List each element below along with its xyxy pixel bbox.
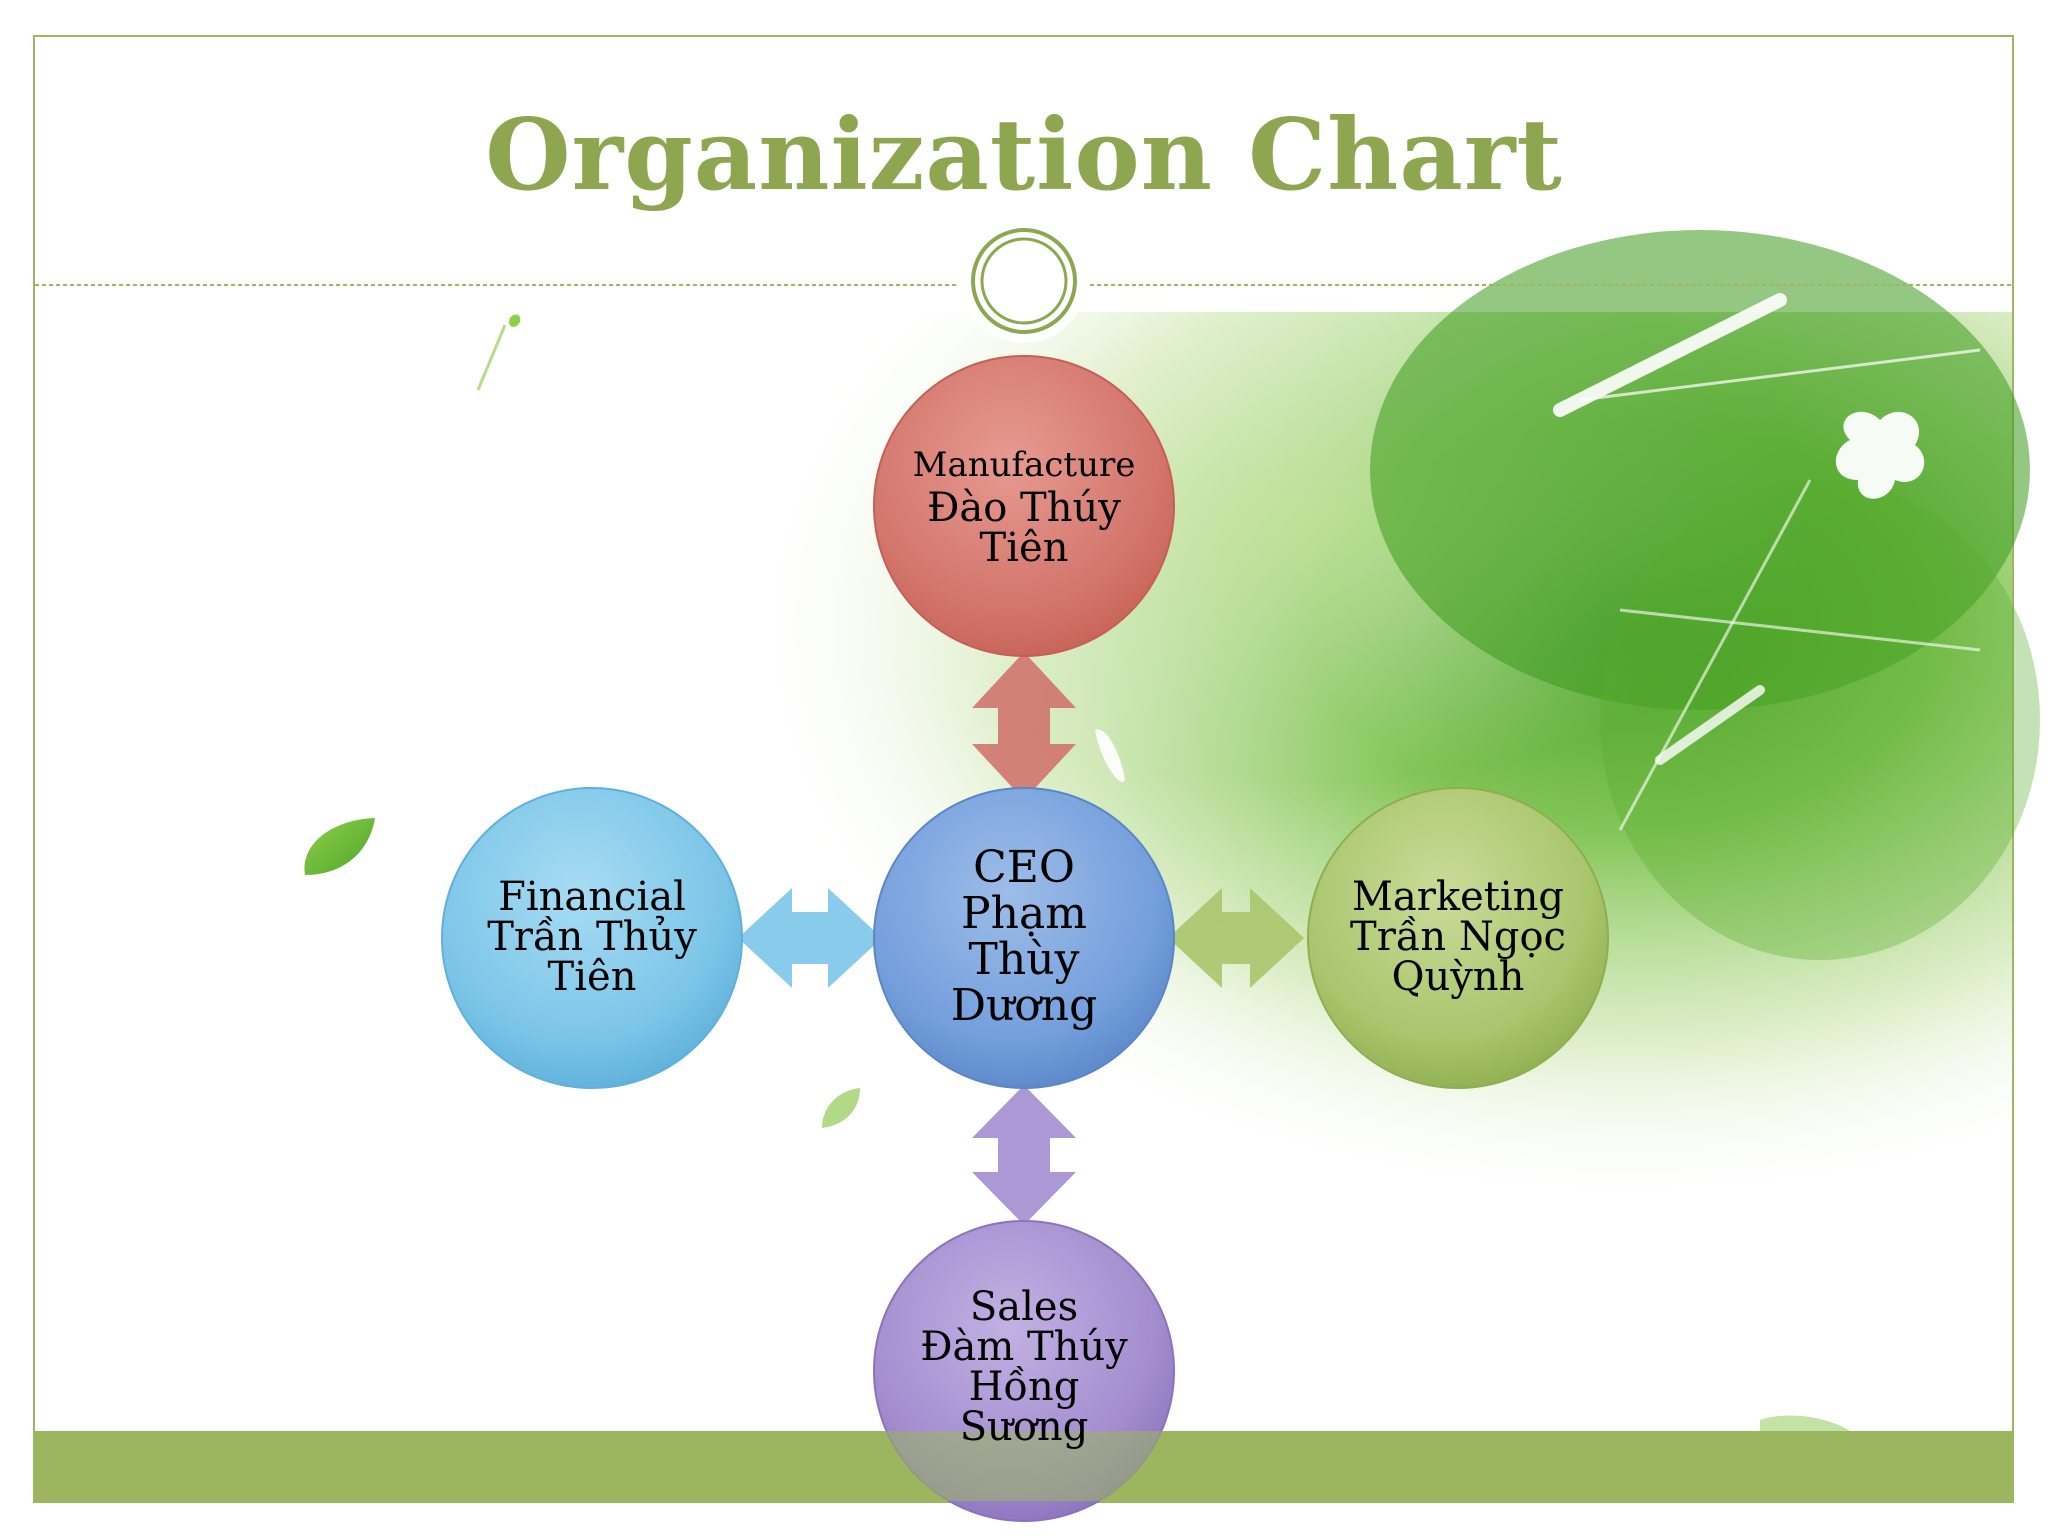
node-ceo: CEO Phạm Thùy Dương — [884, 846, 1164, 1028]
node-ceo-name-3: Dương — [950, 980, 1098, 1031]
financial-circle — [441, 787, 743, 1089]
node-manufacture-name-1: Đào Thúy — [927, 485, 1121, 531]
manufacture-circle — [873, 355, 1175, 657]
arrow-ceo-marketing — [1168, 888, 1304, 988]
emblem-outer-ring-icon — [971, 228, 1077, 334]
node-sales-name-2: Hồng — [968, 1364, 1080, 1410]
node-ceo-name-2: Thùy — [968, 934, 1080, 985]
arrow-ceo-manufacture — [972, 652, 1076, 800]
node-ceo-role: CEO — [973, 842, 1075, 893]
emblem-backdrop — [962, 219, 1086, 343]
node-sales-name-3: Sương — [959, 1404, 1089, 1450]
node-manufacture: Manufacture Đào Thúy Tiên — [884, 448, 1164, 568]
node-sales-role: Sales — [969, 1284, 1079, 1330]
node-ceo-name-1: Phạm — [961, 888, 1087, 939]
node-financial-role: Financial — [498, 874, 686, 920]
node-marketing: Marketing Trần Ngọc Quỳnh — [1318, 877, 1598, 997]
node-financial-name-1: Trần Thủy — [487, 914, 697, 960]
emblem-inner-ring-icon — [980, 237, 1068, 325]
slide-title: Organization Chart — [485, 98, 1563, 213]
arrow-ceo-financial — [738, 888, 882, 988]
node-marketing-name-1: Trần Ngọc — [1350, 914, 1566, 960]
node-financial-name-2: Tiên — [547, 954, 637, 1000]
node-marketing-role: Marketing — [1351, 874, 1565, 920]
node-manufacture-name-2: Tiên — [979, 525, 1069, 571]
node-manufacture-role: Manufacture — [912, 445, 1136, 485]
node-sales: Sales Đàm Thúy Hồng Sương — [884, 1287, 1164, 1447]
arrow-ceo-sales — [972, 1085, 1076, 1225]
footer-bar-overlay — [35, 1431, 2012, 1501]
node-financial: Financial Trần Thủy Tiên — [452, 877, 732, 997]
node-marketing-name-2: Quỳnh — [1391, 954, 1525, 1000]
node-sales-name-1: Đàm Thúy — [920, 1324, 1128, 1370]
ceo-circle — [873, 787, 1175, 1089]
marketing-circle — [1307, 787, 1609, 1089]
